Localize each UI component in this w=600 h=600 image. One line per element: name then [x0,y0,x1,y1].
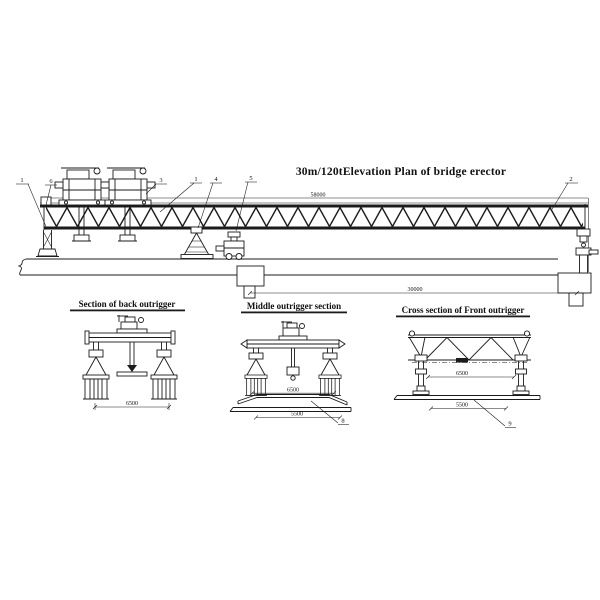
callout-4: 4 [197,176,222,229]
front-callout-9-label: 9 [508,421,511,428]
elevation-view: 30m/120tElevation Plan of bridge erector… [16,166,599,307]
front-dimension-base: 5500 [428,403,509,411]
front-ground-beam [393,395,541,400]
dim-span-label: 30000 [408,287,423,293]
section-back-title: Section of back outrigger [79,299,176,309]
section-front-underline [396,315,530,318]
middle-dim-base-label: 5500 [291,412,303,418]
front-right-leg [512,361,530,395]
middle-machinery-support [215,231,245,260]
dimension-span: 30000 [247,287,580,296]
callout-6-label: 6 [49,178,53,185]
front-truss-frame [408,330,531,363]
middle-outrigger-beam [237,394,348,406]
middle-dimension-base: 5500 [253,412,343,420]
truss-web-diagonals [46,207,583,227]
front-pier [557,272,592,307]
callout-4-label: 4 [214,176,218,183]
callout-1b-label: 1 [194,176,197,183]
middle-pier [236,265,265,299]
middle-callout-8: 8 [310,400,349,425]
callout-2-label: 2 [569,176,572,183]
front-left-leg [412,361,430,395]
middle-cross-beam [240,339,346,349]
front-dimension-width: 6500 [425,371,517,380]
section-front-title: Cross section of Front outrigger [402,305,525,315]
callout-5-label: 5 [249,175,252,182]
middle-callout-8-label: 8 [341,418,344,425]
bridge-deck-girder [17,258,558,276]
callout-2: 2 [550,176,578,212]
back-left-leg [82,342,110,400]
back-dim-width-label: 6500 [126,401,138,407]
section-middle-title: Middle outrigger section [247,301,341,311]
front-callout-9: 9 [473,399,516,428]
truss-girder [40,202,588,230]
section-middle-underline [241,311,347,314]
callout-6: 6 [45,178,57,206]
callout-1-label: 1 [20,177,23,184]
dim-total-label: 58000 [311,193,326,199]
middle-hook-rod [286,348,300,381]
middle-aframe-support [180,226,214,259]
middle-right-leg [318,348,342,396]
callout-1: 1 [16,177,48,230]
callout-3-label: 3 [159,177,162,184]
middle-left-leg [244,348,268,396]
section-front-outrigger: Cross section of Front outrigger [393,305,541,428]
break-symbol [17,258,27,276]
back-hoist [116,315,148,334]
callout-5: 5 [235,175,257,232]
front-dim-width-label: 6500 [456,371,468,377]
callout-1b: 1 [159,176,202,213]
section-back-underline [70,309,185,312]
back-center-mast [116,342,148,377]
middle-hoist [278,321,308,341]
front-support-leg [575,228,599,274]
middle-dimension-width: 6500 [249,388,337,396]
front-dim-base-label: 5500 [456,403,468,409]
winch-trolley-left [54,167,110,242]
back-support-leg [36,196,59,257]
drawing-title: 30m/120tElevation Plan of bridge erector [296,166,506,178]
back-dimension-width: 6500 [92,401,172,410]
section-middle-outrigger: Middle outrigger section [229,301,352,425]
middle-dim-width-label: 6500 [287,388,299,394]
winch-trolley-right [100,167,156,242]
middle-ground-beam [229,407,352,412]
callout-3: 3 [145,177,167,195]
back-right-leg [150,342,178,400]
section-back-outrigger: Section of back outrigger [70,299,185,410]
